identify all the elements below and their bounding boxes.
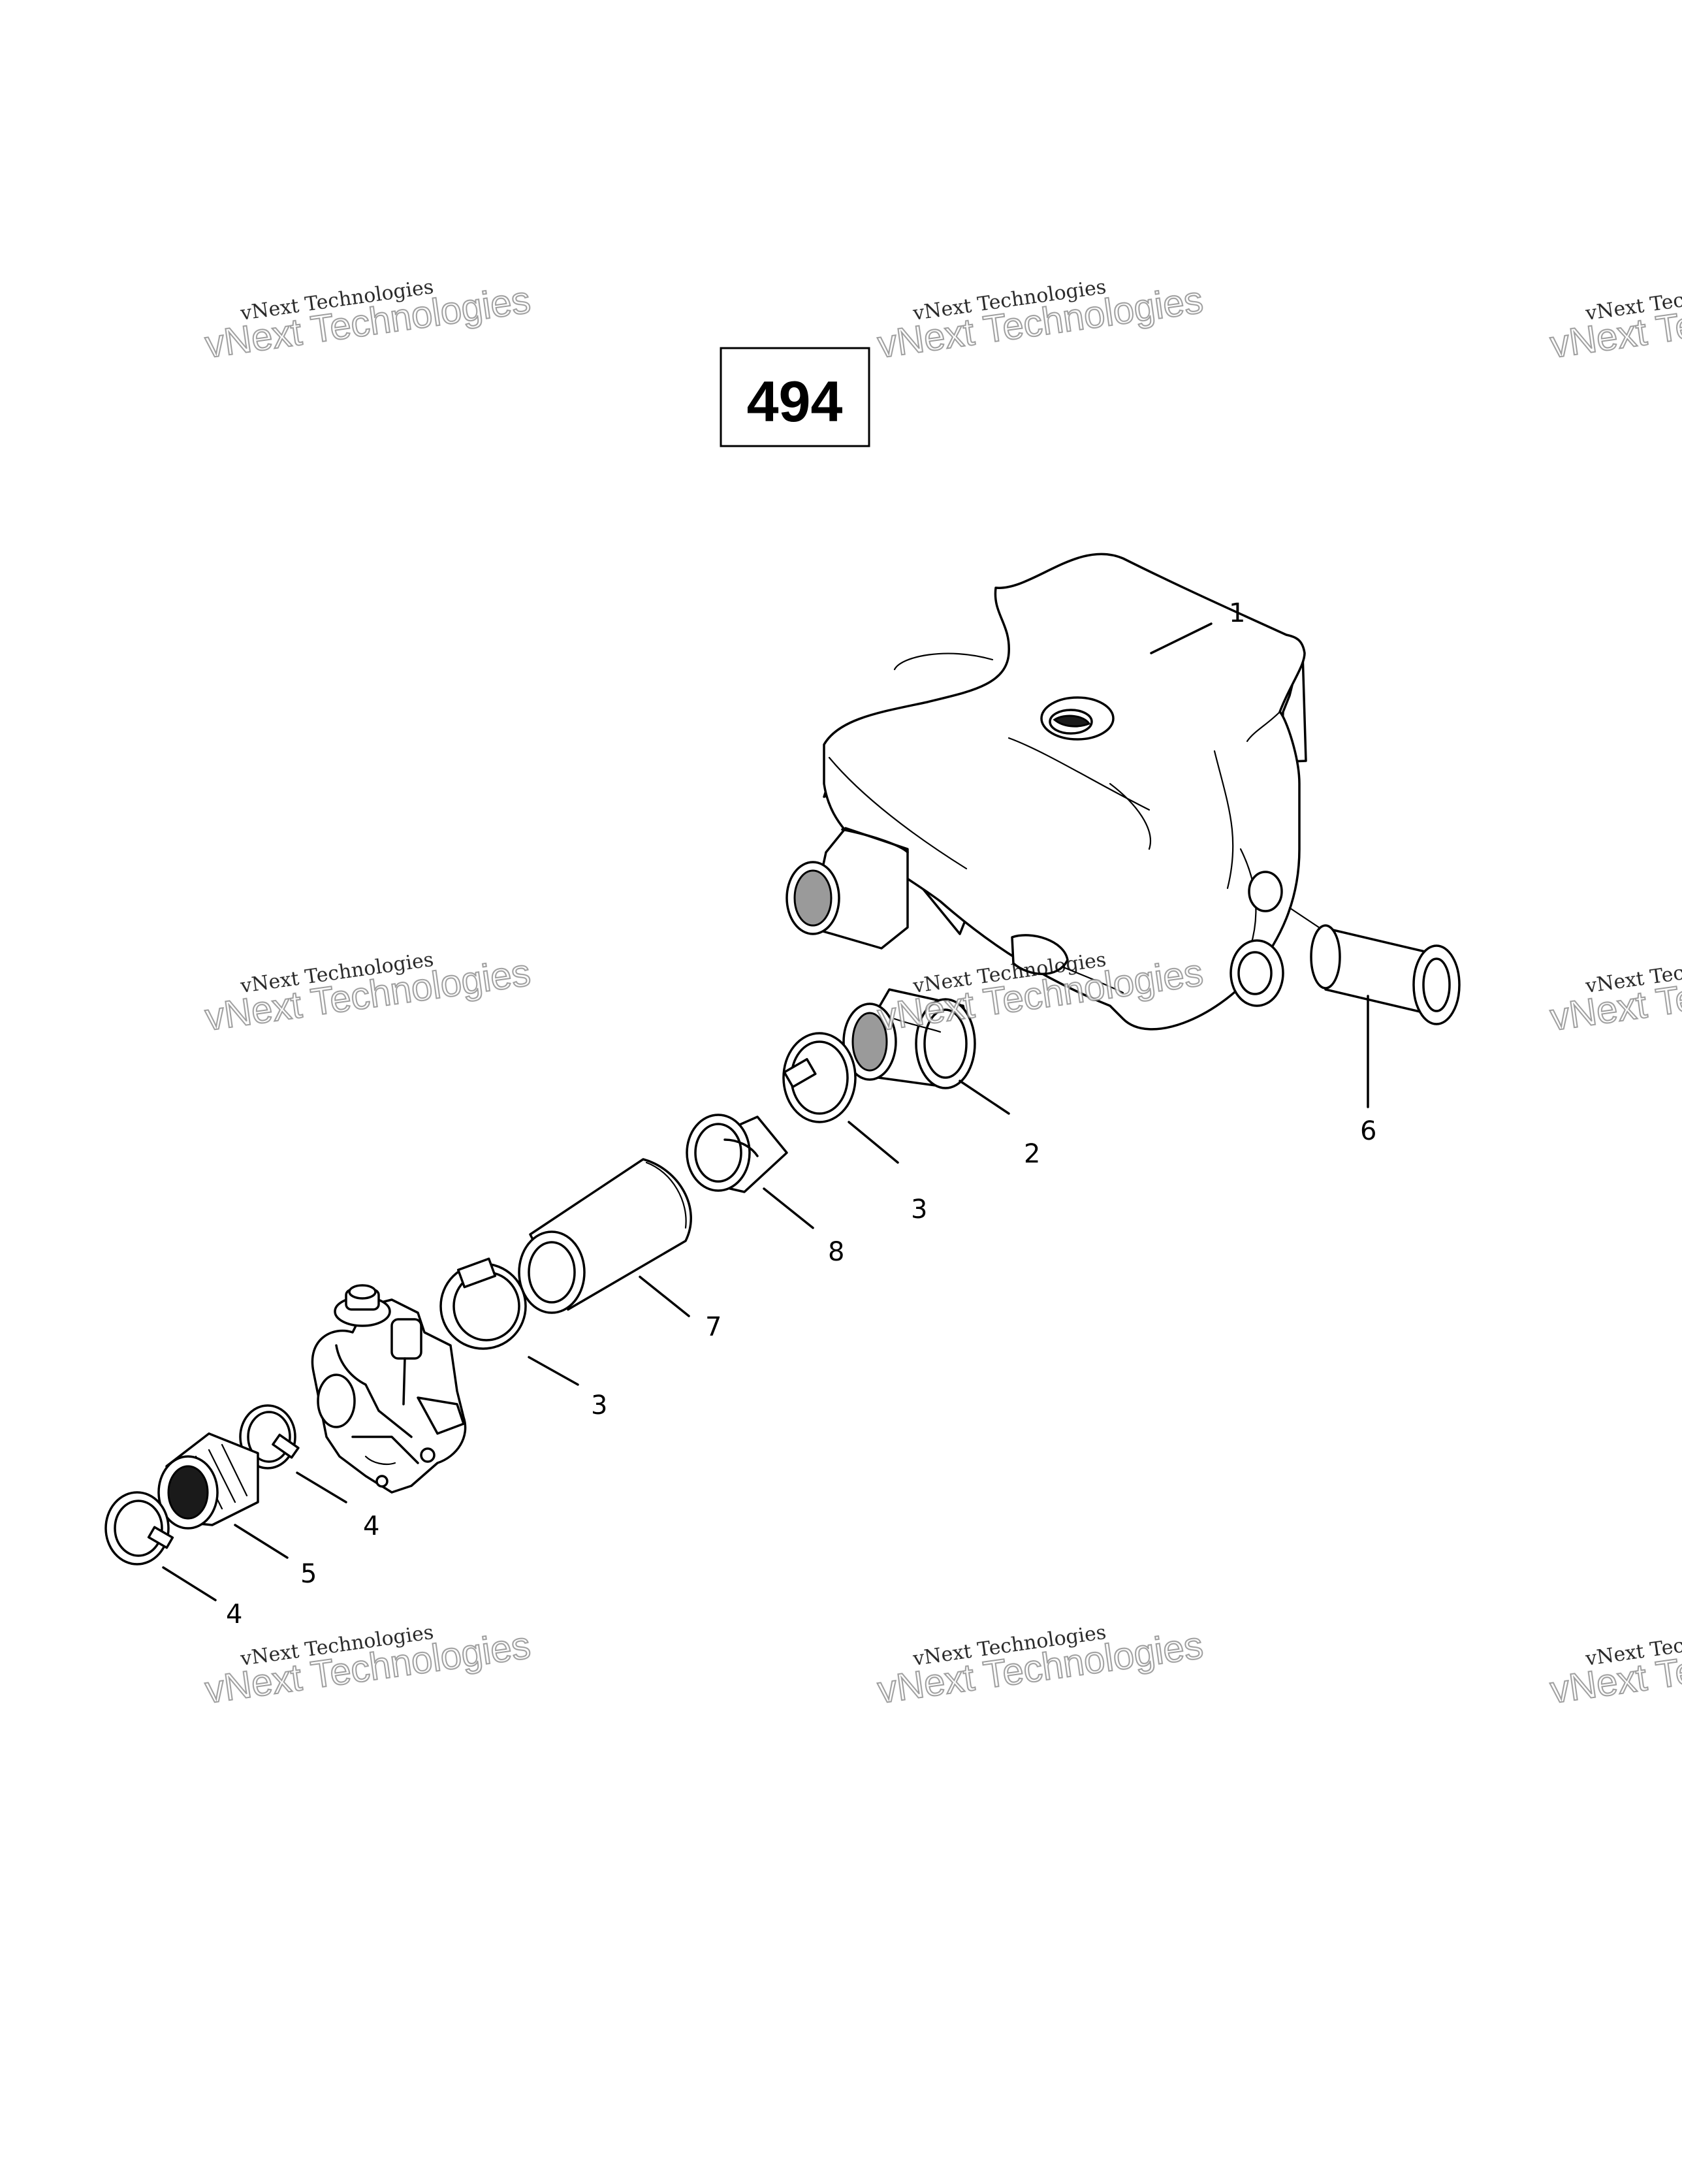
watermark-bottom-center: vNext Technologies vNext Technologies bbox=[874, 1621, 1206, 1712]
callout-4-lower: 4 bbox=[226, 1599, 242, 1630]
callout-8: 8 bbox=[828, 1237, 844, 1267]
watermark-top-left: vNext Technologies vNext Technologies bbox=[202, 276, 533, 367]
callout-3-upper: 3 bbox=[911, 1195, 927, 1225]
callout-4-upper: 4 bbox=[363, 1511, 379, 1541]
callout-2: 2 bbox=[1024, 1139, 1040, 1169]
watermark-top-center: vNext Technologies vNext Technologies bbox=[874, 276, 1206, 367]
watermark-bottom-right: vNext Technologies vNext Technologies bbox=[1547, 1621, 1682, 1712]
part-6-drain-tube bbox=[1288, 907, 1461, 1025]
part-3-clamp-upper bbox=[782, 1032, 857, 1123]
part-2-adaptor bbox=[842, 988, 976, 1089]
leader-3a bbox=[848, 1121, 899, 1164]
page-number: 494 bbox=[747, 369, 843, 434]
carburetor bbox=[311, 1284, 467, 1494]
part-1-air-silencer bbox=[823, 553, 1307, 1031]
part-8-sleeve bbox=[686, 1114, 788, 1193]
leader-1 bbox=[1150, 622, 1213, 654]
watermark-mid-left: vNext Technologies vNext Technologies bbox=[202, 948, 533, 1040]
callout-5: 5 bbox=[300, 1559, 317, 1589]
part-5-boot bbox=[157, 1432, 259, 1530]
callout-1: 1 bbox=[1229, 598, 1245, 628]
leader-4a bbox=[296, 1471, 347, 1503]
leader-3b bbox=[528, 1356, 579, 1386]
leader-4b bbox=[162, 1566, 217, 1601]
leader-8 bbox=[763, 1187, 814, 1229]
leader-7 bbox=[639, 1276, 690, 1317]
callout-3-lower: 3 bbox=[591, 1390, 607, 1421]
leader-lines bbox=[162, 622, 1369, 1601]
part-7-tube bbox=[518, 1158, 692, 1314]
callout-6: 6 bbox=[1360, 1116, 1376, 1146]
watermark-mid-right: vNext Technologies vNext Technologies bbox=[1547, 948, 1682, 1040]
part-4-clamp-lower bbox=[104, 1491, 174, 1566]
callouts: 1 2 3 8 7 3 4 5 4 6 bbox=[226, 598, 1376, 1630]
callout-7: 7 bbox=[705, 1312, 722, 1342]
leader-2 bbox=[959, 1080, 1010, 1115]
housing-upper-port bbox=[785, 827, 909, 950]
part-3-clamp-lower bbox=[439, 1257, 527, 1350]
watermark-top-right: vNext Technologies vNext Technologies bbox=[1547, 276, 1682, 367]
watermark-bottom-left: vNext Technologies vNext Technologies bbox=[202, 1621, 533, 1712]
leader-5 bbox=[234, 1524, 289, 1559]
page-number-box: 494 bbox=[720, 347, 870, 447]
